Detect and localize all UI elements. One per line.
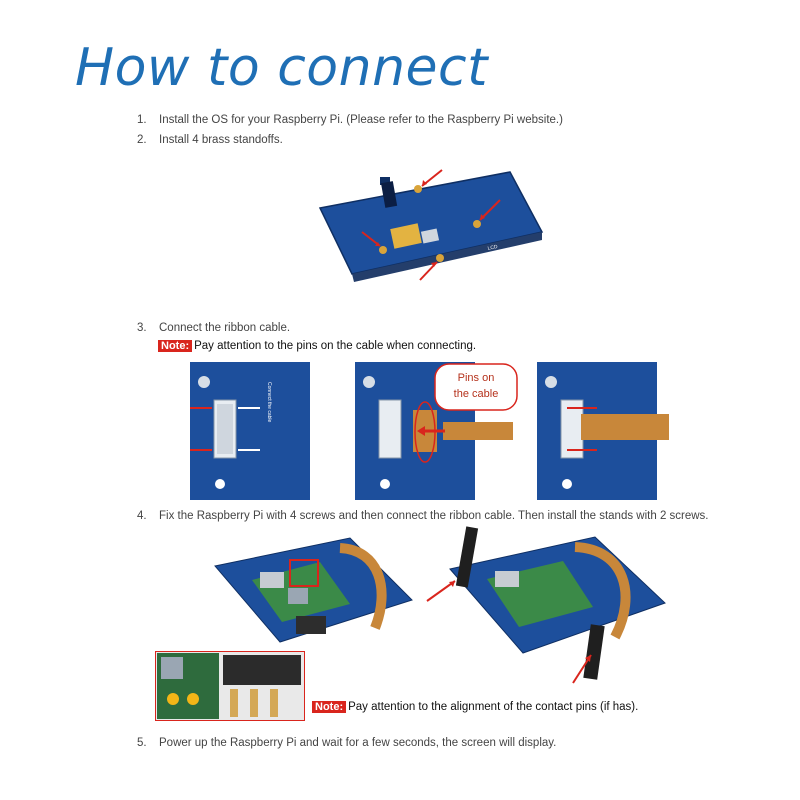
svg-text:Connect the cable: Connect the cable bbox=[266, 382, 272, 423]
step-text: Install 4 brass standoffs. bbox=[159, 134, 283, 146]
step-text: Connect the ribbon cable. bbox=[159, 322, 291, 334]
note-badge: Note: bbox=[158, 340, 193, 352]
ribbon-note: Note:Pay attention to the pins on the ca… bbox=[158, 340, 476, 352]
standoffs-board-image: LCD bbox=[318, 169, 544, 282]
ribbon-insert-image: Pins on the cable bbox=[355, 362, 518, 500]
step-number: 3. bbox=[137, 322, 147, 334]
note-text: Pay attention to the alignment of the co… bbox=[348, 701, 639, 713]
step-text: Power up the Raspberry Pi and wait for a… bbox=[159, 737, 557, 749]
step-number: 5. bbox=[137, 737, 147, 749]
step-4: 4. Fix the Raspberry Pi with 4 screws and… bbox=[137, 510, 709, 522]
ribbon-connector-open-image: Connect the cable bbox=[190, 362, 310, 500]
alignment-note: Note:Pay attention to the alignment of t… bbox=[312, 701, 638, 713]
svg-text:LCD: LCD bbox=[487, 244, 498, 252]
pi-with-stands-image bbox=[426, 526, 666, 684]
step-text: Fix the Raspberry Pi with 4 screws and t… bbox=[159, 510, 709, 522]
step-1: 1. Install the OS for your Raspberry Pi. … bbox=[137, 114, 563, 126]
note-badge: Note: bbox=[312, 701, 347, 713]
step-3: 3. Connect the ribbon cable. bbox=[137, 322, 290, 334]
note-text: Pay attention to the pins on the cable w… bbox=[194, 340, 477, 352]
ribbon-connected-image bbox=[537, 362, 669, 500]
step-text: Install the OS for your Raspberry Pi. (P… bbox=[159, 114, 563, 126]
step-2: 2. Install 4 brass standoffs. bbox=[137, 134, 283, 146]
pi-mounted-board-image bbox=[214, 537, 413, 643]
callout-line-2: the cable bbox=[454, 388, 499, 400]
callout-line-1: Pins on bbox=[458, 372, 495, 384]
step-number: 2. bbox=[137, 134, 147, 146]
step-5: 5. Power up the Raspberry Pi and wait for… bbox=[137, 737, 556, 749]
step-number: 4. bbox=[137, 510, 147, 522]
contact-pins-zoom-image bbox=[155, 651, 305, 721]
page-title: How to connect bbox=[75, 38, 488, 98]
step-number: 1. bbox=[137, 114, 147, 126]
